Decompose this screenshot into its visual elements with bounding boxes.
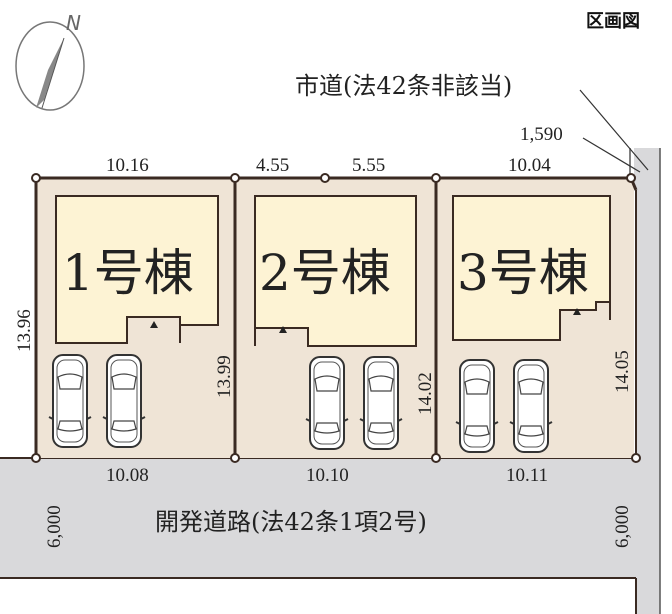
parking-car-icon [455,359,499,453]
entrance-marker-icon [573,308,581,315]
road-width-right: 6,000 [612,505,633,548]
development-road-label: 開発道路(法42条1項2号) [155,508,427,536]
house-3 [452,195,611,341]
lot-3-right-dimension: 14.05 [612,350,633,393]
lot-2-bottom-dimension: 10.10 [306,465,349,486]
lot-1-top-dimension: 10.16 [106,155,149,176]
entrance-marker-icon [150,321,158,328]
lot-3-bottom-dimension: 10.11 [506,465,548,486]
lot-3-top-dimension: 10.04 [508,155,551,176]
lot-3-name: 3号棟 [457,244,589,302]
development-road [0,458,636,578]
lot-1-right-dimension: 13.99 [214,355,235,398]
parking-car-icon [509,359,553,453]
house-1 [55,195,219,344]
boundary-markers [31,173,641,463]
page-title: 区画図 [586,11,640,32]
parking-car-icon [48,354,92,448]
lot-2-right-dimension: 14.02 [415,372,436,415]
road-width-left: 6,000 [44,505,65,548]
city-road [634,148,660,614]
north-compass-icon: N [15,11,85,111]
lot-1-left-dimension: 13.96 [14,309,35,352]
lot-2-top-dimension-a: 4.55 [256,155,289,176]
lot-2-top-dimension-b: 5.55 [352,155,385,176]
parking-car-icon [102,354,146,448]
city-road-label: 市道(法42条非該当) [295,72,512,100]
north-label: N [66,11,81,35]
city-road-width: 1,590 [520,124,563,145]
entrance-marker-icon [279,326,287,333]
lot-2-name: 2号棟 [259,244,391,302]
parking-car-icon [305,356,349,450]
lot-1-name: 1号棟 [62,244,194,302]
parking-car-icon [359,356,403,450]
lot-1-bottom-dimension: 10.08 [106,465,149,486]
